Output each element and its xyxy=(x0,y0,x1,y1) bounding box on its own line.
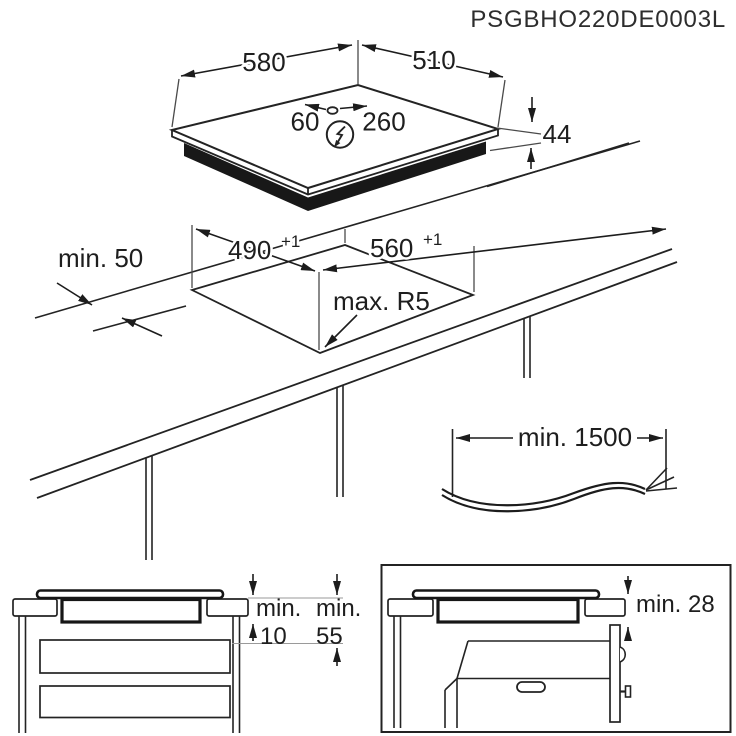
drawer-clearance-value-1: 10 xyxy=(260,623,287,650)
cabinet-wall-right xyxy=(232,616,241,733)
cutout-width-label: 560 xyxy=(370,233,413,263)
hob-depth-dimension-line xyxy=(361,44,504,78)
hob-glass-section xyxy=(35,589,225,600)
hob-glass-section xyxy=(411,589,601,600)
cable-length-label: min. 1500 xyxy=(518,422,632,452)
hob-width-label: 580 xyxy=(242,47,285,77)
worktop-front-edge-bottom xyxy=(36,261,678,499)
cable-wire-ends xyxy=(645,467,678,492)
cable-offset-right-arrow xyxy=(339,103,368,112)
cutout-depth-tolerance: +1 xyxy=(281,232,300,251)
reference-line xyxy=(489,142,542,152)
rear-clearance-arrow-top xyxy=(56,282,93,306)
worktop-section-left xyxy=(12,598,58,617)
drawer-clearance-section: min. min. 10 55 xyxy=(12,574,361,733)
cable-curve xyxy=(441,486,646,513)
oven-hinge xyxy=(619,646,627,663)
hob-depth-label: 510 xyxy=(412,45,455,75)
hob-body-section xyxy=(60,597,202,624)
worktop-section-right xyxy=(584,598,626,617)
cable-gland xyxy=(326,106,339,115)
worktop-cutout-view: min. 50 490 +1 560 +1 max. R5 xyxy=(29,140,678,560)
power-cable-figure: min. 1500 xyxy=(441,422,678,513)
cable-offset-left-arrow xyxy=(304,103,327,112)
extension-line xyxy=(497,79,506,128)
cable-offset-left-label: 60 xyxy=(291,107,320,137)
cabinet-wall-left xyxy=(393,616,402,728)
hob-isometric-view: 580 510 60 260 44 xyxy=(168,40,630,211)
worktop-rear-edge-inner xyxy=(92,305,187,332)
extension-line xyxy=(171,78,180,128)
cabinet-wall-left xyxy=(18,616,27,733)
oven-figure xyxy=(444,624,632,728)
part-code-label: PSGBHO220DE0003L xyxy=(470,6,726,33)
rear-clearance-arrow-bottom xyxy=(121,317,163,337)
cabinet-leg xyxy=(523,316,531,378)
drawer-1 xyxy=(39,639,231,674)
section-box-border xyxy=(380,564,732,733)
cabinet-leg xyxy=(336,385,344,497)
oven-clearance-section: min. 28 xyxy=(380,564,732,733)
oven-handle xyxy=(516,681,546,693)
drawer-2 xyxy=(39,685,231,719)
rear-clearance-label: min. 50 xyxy=(58,243,143,273)
hob-base xyxy=(184,141,486,211)
worktop-front-edge-top xyxy=(29,248,673,481)
drawer-clearance-min-label-2: min. xyxy=(316,595,361,622)
cabinet-leg xyxy=(145,456,153,560)
drawer-clearance-min-label-1: min. xyxy=(256,595,301,622)
hob-height-label: 44 xyxy=(543,119,572,149)
power-connection-icon xyxy=(325,120,355,149)
hob-body-section xyxy=(436,597,580,624)
cutout-depth-label: 490 xyxy=(228,235,271,265)
oven-side-panel xyxy=(609,624,621,723)
cutout-width-tolerance: +1 xyxy=(423,230,442,249)
cable-curve xyxy=(441,481,646,507)
worktop-section-left xyxy=(387,598,434,617)
cutout-width-dimension-line xyxy=(322,226,667,273)
oven-door-knob xyxy=(620,685,632,698)
corner-radius-arrow xyxy=(324,314,358,348)
drawer-clearance-value-2: 55 xyxy=(316,623,343,650)
worktop-section-right xyxy=(206,598,249,617)
cable-offset-right-label: 260 xyxy=(362,107,405,137)
reference-line xyxy=(496,127,542,135)
corner-radius-label: max. R5 xyxy=(333,286,430,316)
cutout-depth-dimension-line xyxy=(195,228,316,272)
hob-width-dimension-line xyxy=(180,43,353,78)
oven-clearance-label: min. 28 xyxy=(636,591,715,618)
hob-glass-top xyxy=(168,83,502,190)
